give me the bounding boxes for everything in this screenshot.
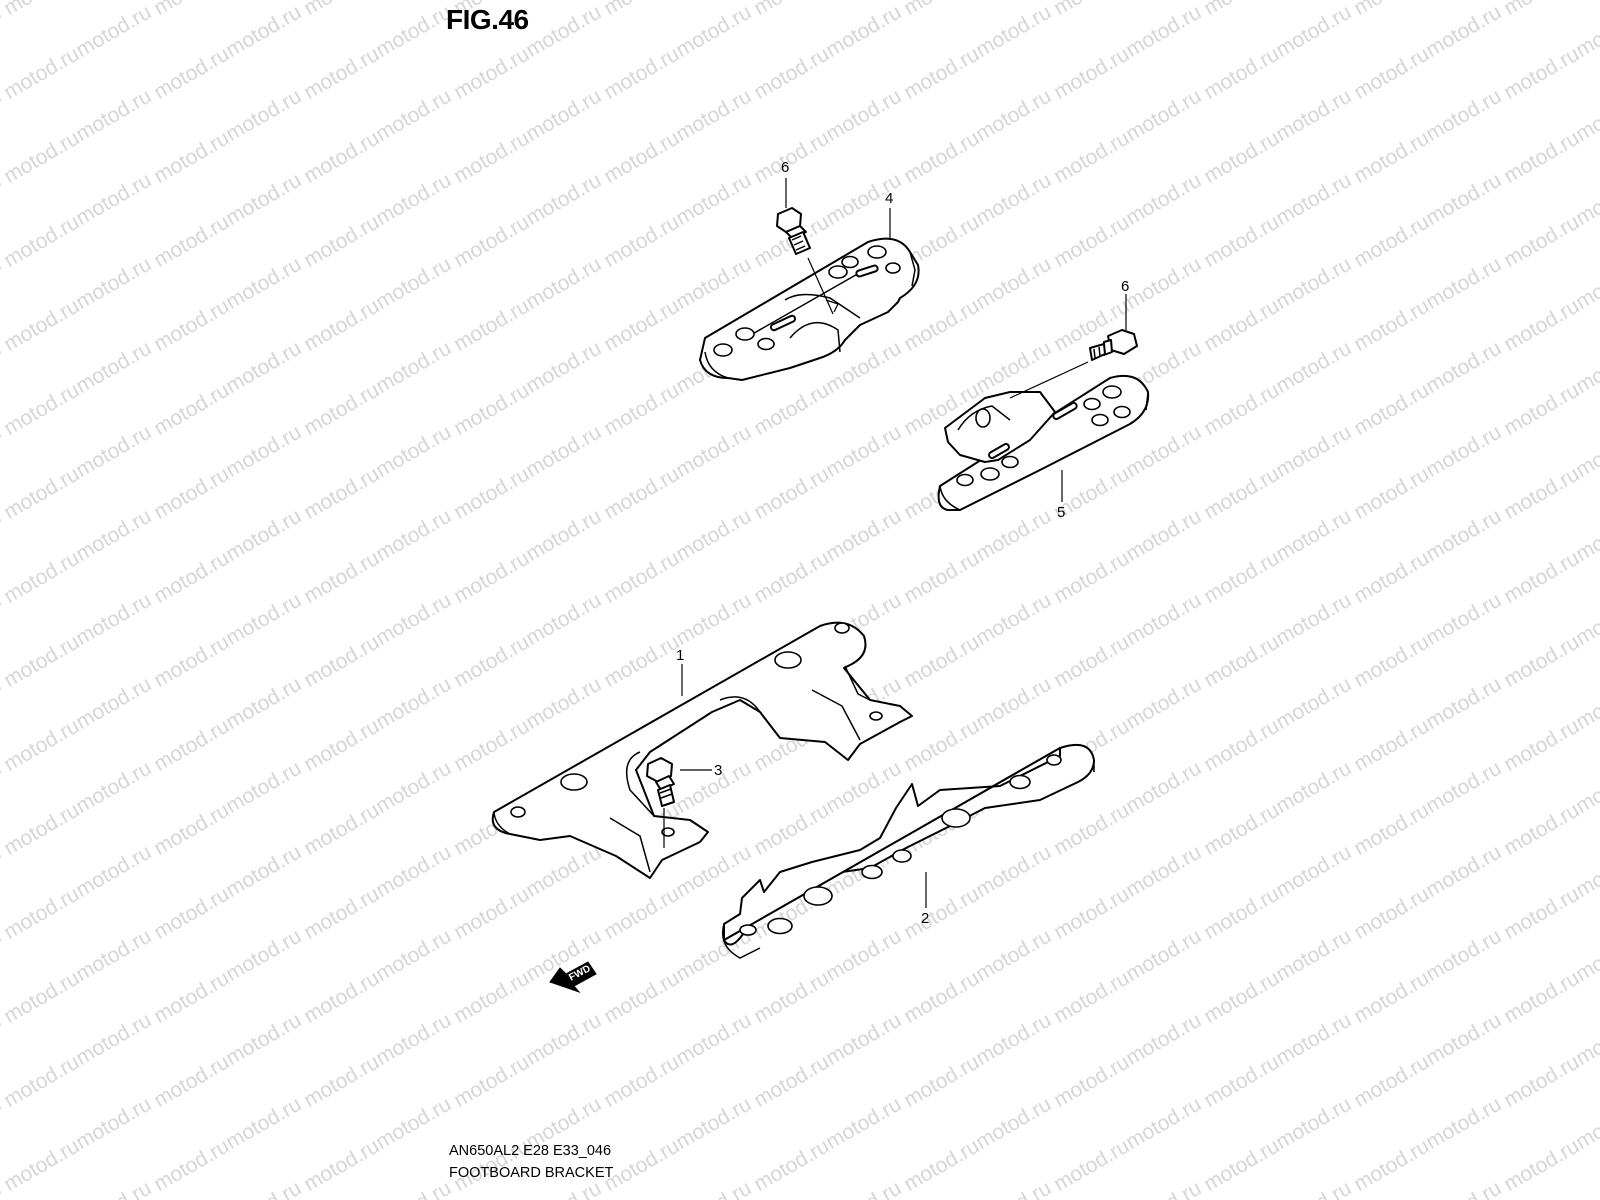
part-6-bolt-right[interactable] [1089,329,1138,361]
callout-2: 2 [921,910,929,927]
forward-arrow-icon: FWD [549,961,597,994]
part-4-bracket[interactable] [699,237,920,381]
callout-5: 5 [1057,504,1065,521]
part-3-bolt[interactable] [646,757,675,807]
figure-title: FIG.46 [446,4,529,35]
part-6-bolt-upper[interactable] [776,207,811,255]
part-1-bracket[interactable] [491,621,913,879]
footer: AN650AL2 E28 E33_046 FOOTBOARD BRACKET [449,1140,613,1184]
callout-1: 1 [676,647,684,664]
part-2-bracket[interactable] [722,744,1095,959]
callout-6a: 6 [781,159,789,176]
part-5-bracket[interactable] [937,374,1150,511]
figure-caption: FOOTBOARD BRACKET [449,1165,614,1181]
callout-6b: 6 [1121,278,1129,295]
callout-4: 4 [885,190,893,207]
callout-3: 3 [714,762,722,779]
model-code: AN650AL2 E28 E33_046 [449,1143,612,1159]
